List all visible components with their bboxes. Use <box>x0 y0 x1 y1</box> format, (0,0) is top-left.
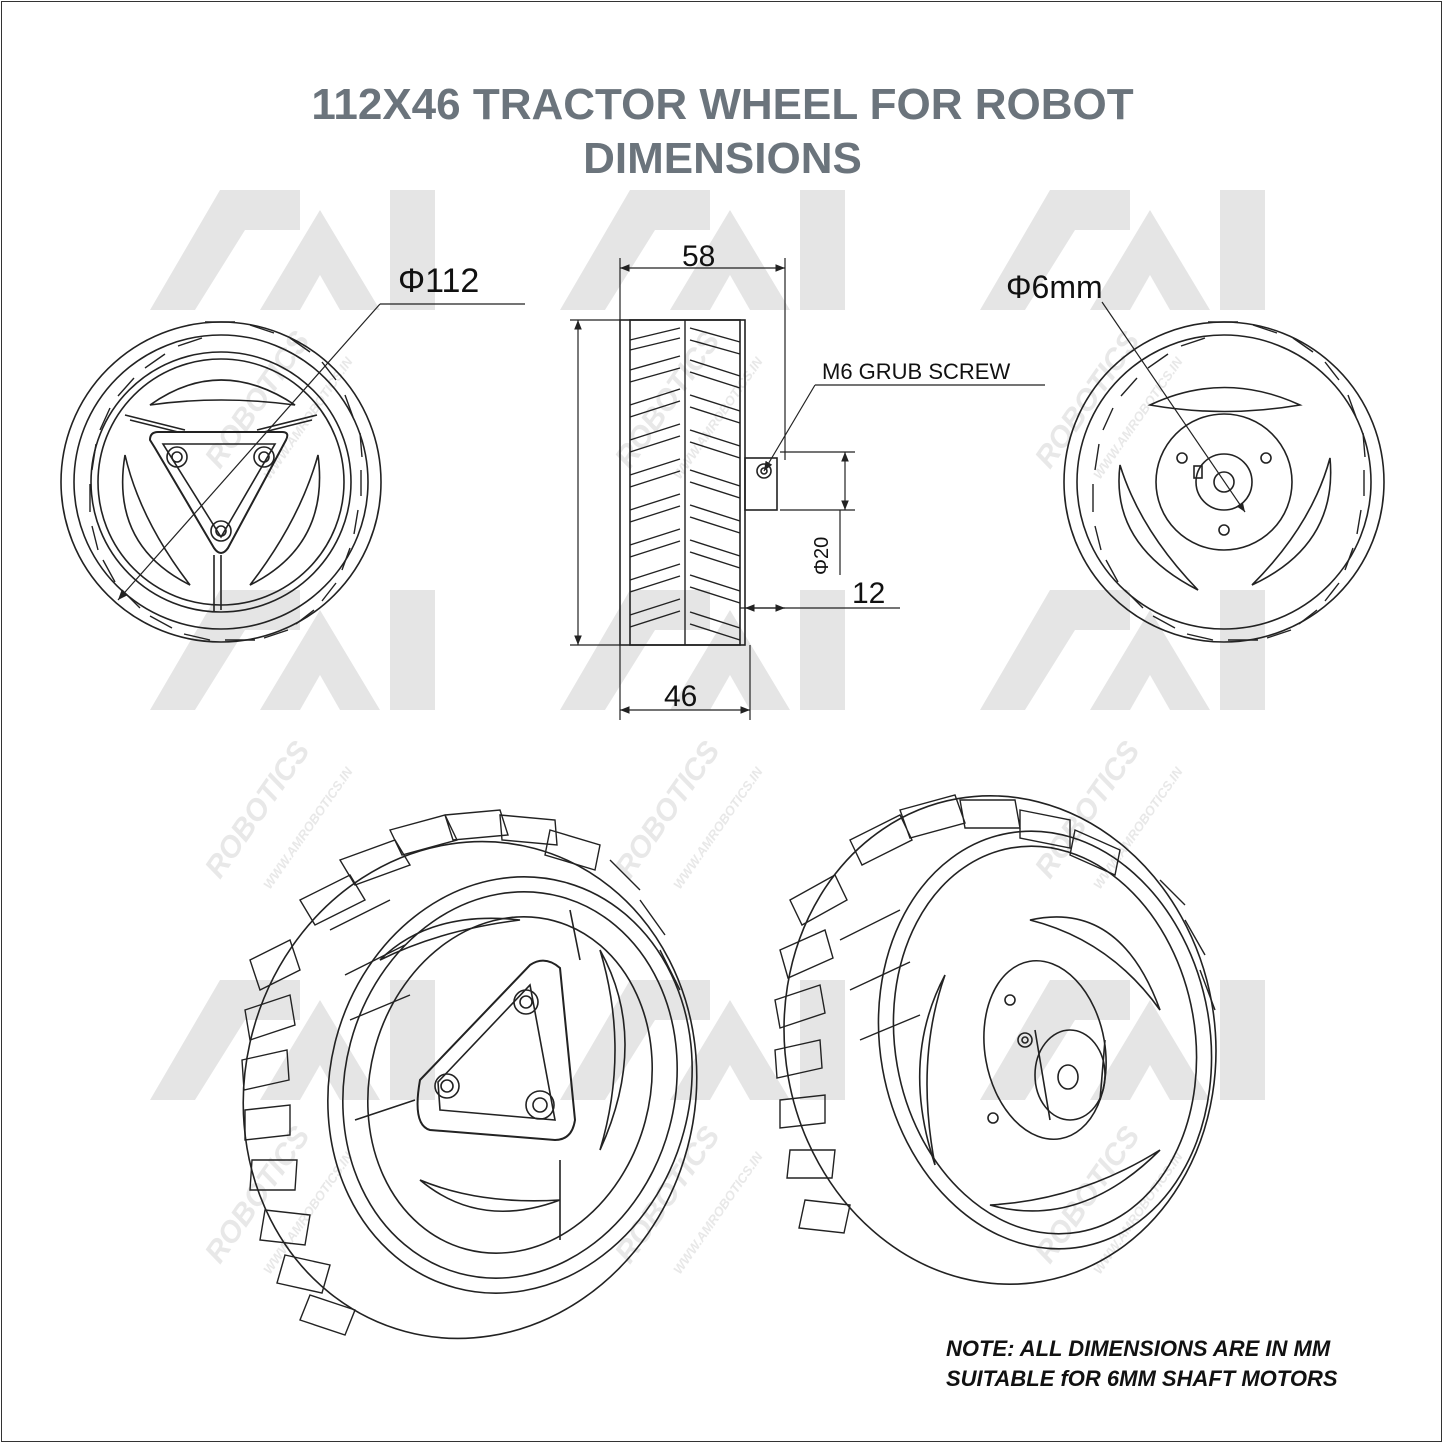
isometric-back-wheel <box>774 794 1217 1285</box>
isometric-front-wheel <box>241 809 698 1340</box>
front-tread-blocks <box>89 321 363 641</box>
watermark-brand-2: ROBOTICS <box>609 325 727 474</box>
dimension-outer-diameter <box>117 303 525 601</box>
drawing-note: NOTE: ALL DIMENSIONS ARE IN MM SUITABLE … <box>946 1334 1426 1394</box>
title-line-2: DIMENSIONS <box>583 134 862 183</box>
watermark-brand-6: ROBOTICS <box>1029 735 1147 884</box>
back-view-wheel <box>1063 321 1385 643</box>
drawing-title: 112X46 TRACTOR WHEEL FOR ROBOT DIMENSION… <box>0 78 1445 186</box>
iso-back-tread-blocks <box>774 794 1216 1234</box>
front-view-wheel <box>60 321 382 643</box>
watermark-brand-9: ROBOTICS <box>1029 1120 1147 1269</box>
note-line-2: SUITABLE fOR 6MM SHAFT MOTORS <box>946 1366 1338 1391</box>
watermark-brand-7: ROBOTICS <box>199 1120 317 1269</box>
label-outer-diameter: Φ112 <box>398 262 479 300</box>
note-line-1: NOTE: ALL DIMENSIONS ARE IN MM <box>946 1336 1331 1361</box>
watermark-brand-5: ROBOTICS <box>609 735 727 884</box>
iso-front-tread-blocks <box>241 809 681 1336</box>
label-hub-length: 12 <box>852 577 885 610</box>
watermark-group: ROBOTICS ROBOTICS ROBOTICS ROBOTICS ROBO… <box>150 190 1265 1277</box>
label-hub-diameter: Φ20 <box>811 537 833 575</box>
label-shaft-bore: Φ6mm <box>1006 269 1103 305</box>
dimension-shaft-bore <box>1101 301 1246 513</box>
label-hub-width: 58 <box>682 240 715 273</box>
watermark-brand-8: ROBOTICS <box>609 1120 727 1269</box>
title-line-1: 112X46 TRACTOR WHEEL FOR ROBOT <box>311 80 1134 129</box>
side-dimension-lines <box>570 258 1045 720</box>
watermark-brand-4: ROBOTICS <box>199 735 317 884</box>
label-grub-screw: M6 GRUB SCREW <box>822 359 1010 384</box>
side-tread-pattern <box>629 320 741 645</box>
label-tire-width: 46 <box>664 680 697 713</box>
